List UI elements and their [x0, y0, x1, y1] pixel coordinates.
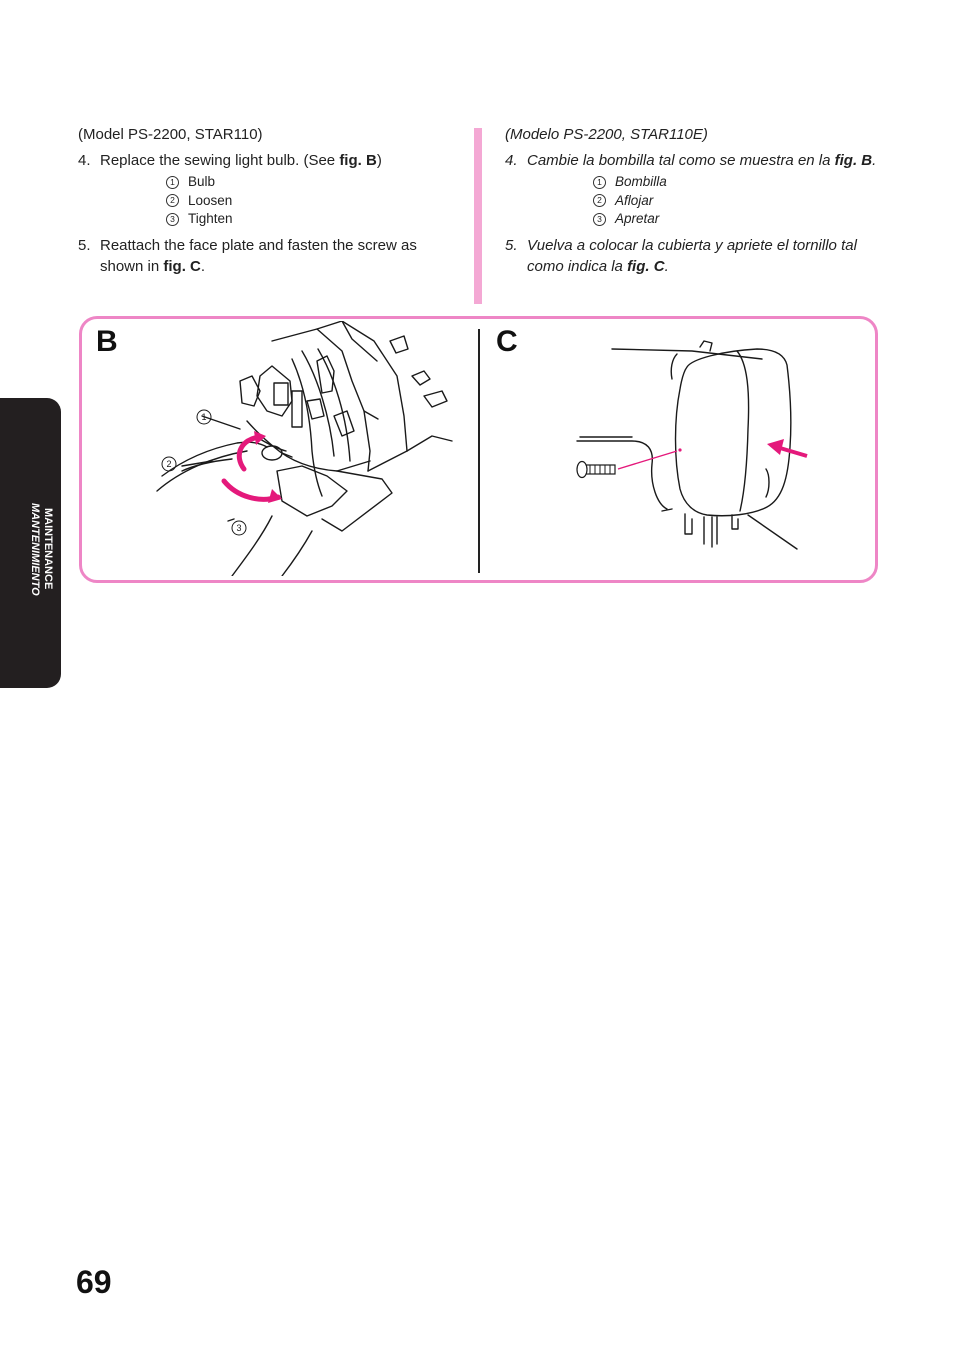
- figure-divider: [478, 329, 480, 573]
- fig-reference: fig. B: [339, 152, 377, 169]
- spanish-column: (Modelo PS-2200, STAR110E) 4. Cambie la b…: [505, 124, 885, 277]
- section-side-label: MAINTENANCE MANTENIMIENTO: [10, 487, 54, 611]
- circled-number-icon: 1: [593, 175, 606, 189]
- step-text: Replace the sewing light bulb. (See: [100, 152, 340, 169]
- callout-number: 2: [166, 459, 171, 469]
- fig-reference: fig. B: [834, 152, 873, 169]
- circled-number-icon: 1: [166, 175, 179, 189]
- step-text-end: .: [200, 257, 206, 275]
- sub-item: 1 Bulb: [166, 173, 458, 192]
- step-text-end: .: [664, 257, 669, 275]
- side-label-spanish: MANTENIMIENTO: [29, 502, 41, 596]
- figure-box: B C: [79, 316, 878, 583]
- page-number: 69: [76, 1264, 112, 1300]
- arrow-icon: [767, 439, 808, 458]
- model-note: (Modelo PS-2200, STAR110E): [505, 126, 708, 143]
- face-plate-illustration: [576, 340, 808, 550]
- model-note: (Model PS-2200, STAR110): [78, 126, 263, 143]
- step-5: 5. Reattach the face plate and fasten the…: [78, 235, 458, 277]
- circled-number-icon: 2: [593, 194, 606, 208]
- step-5: 5. Vuelva a colocar la cubierta y apriete…: [505, 235, 885, 277]
- step-4: 4. Replace the sewing light bulb. (See fi…: [78, 150, 458, 171]
- side-label-english: MAINTENANCE: [42, 508, 54, 590]
- sub-item-label: Bombilla: [615, 174, 667, 189]
- sub-item-label: Apretar: [615, 211, 660, 226]
- sub-item: 3 Apretar: [593, 210, 885, 229]
- english-column: (Model PS-2200, STAR110) 4. Replace the s…: [78, 124, 458, 277]
- circled-number-icon: 2: [166, 194, 179, 208]
- bulb-illustration: 1 2 3: [156, 321, 453, 576]
- step-text: Vuelva a colocar la cubierta y apriete e…: [527, 236, 857, 275]
- step-number: 5.: [505, 236, 518, 254]
- sub-item: 2 Aflojar: [593, 192, 885, 211]
- sub-item-label: Bulb: [188, 174, 216, 189]
- step-4: 4. Cambie la bombilla tal como se muestra…: [505, 150, 885, 171]
- screw-icon: [576, 460, 616, 479]
- arrow-icon: [254, 431, 282, 503]
- circled-number-icon: 3: [166, 212, 179, 226]
- callout-2: [161, 456, 177, 472]
- callout-number: 1: [201, 412, 206, 422]
- column-divider: [474, 128, 482, 304]
- step-text: Cambie la bombilla tal como se muestra e…: [527, 152, 835, 169]
- step-number: 4.: [78, 152, 91, 169]
- sub-item-label: Aflojar: [615, 192, 654, 208]
- figure-c-label: C: [496, 325, 518, 358]
- section-side-tab: [0, 398, 61, 688]
- fig-reference: fig. C: [163, 257, 201, 275]
- sub-item: 1 Bombilla: [593, 173, 885, 192]
- circled-number-icon: 3: [593, 212, 606, 226]
- step-text-end: ): [376, 152, 382, 169]
- fig-reference: fig. C: [627, 257, 665, 275]
- callout-1: [196, 409, 212, 425]
- step-number: 4.: [505, 152, 518, 169]
- step-text-end: .: [872, 152, 877, 169]
- figure-b-label: B: [96, 325, 118, 358]
- callout-3: [231, 520, 247, 536]
- sub-item-label: Loosen: [188, 192, 233, 208]
- step-text: Reattach the face plate and fasten the s…: [100, 236, 417, 275]
- sub-item-label: Tighten: [188, 211, 233, 226]
- sub-list: 1 Bombilla 2 Aflojar 3 Apretar: [593, 173, 885, 229]
- sub-item: 3 Tighten: [166, 210, 458, 229]
- sub-list: 1 Bulb 2 Loosen 3 Tighten: [166, 173, 458, 229]
- step-number: 5.: [78, 236, 91, 254]
- callout-number: 3: [236, 523, 241, 533]
- sub-item: 2 Loosen: [166, 192, 458, 211]
